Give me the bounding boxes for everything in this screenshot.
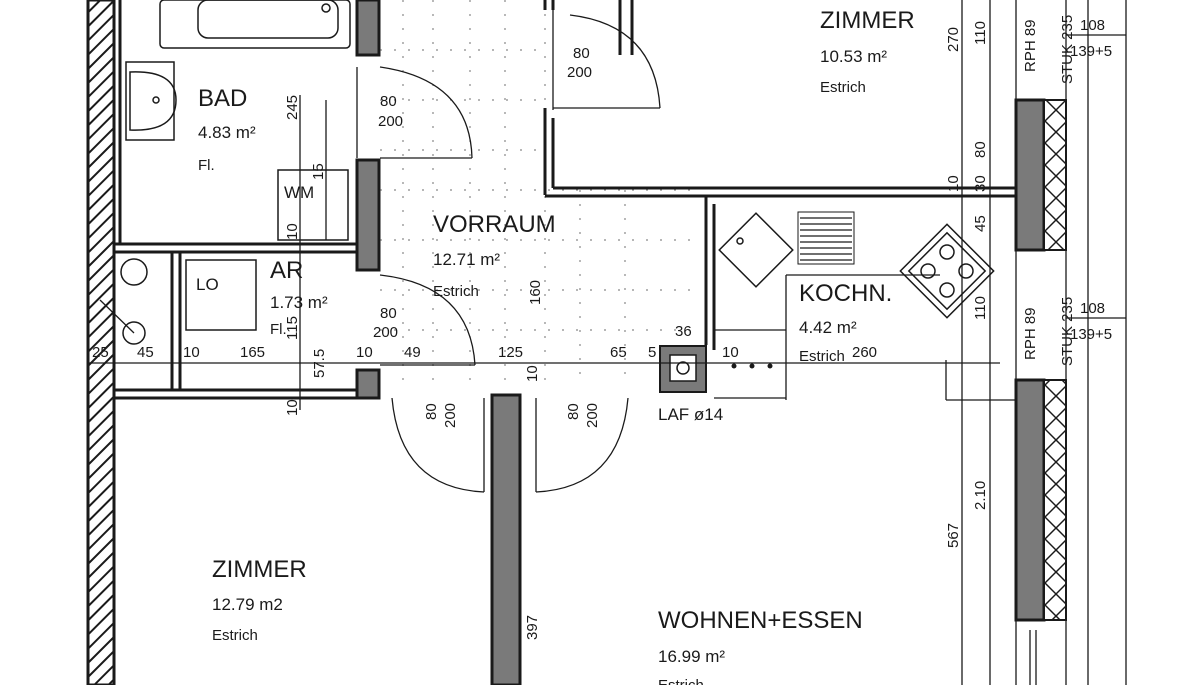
dim-label: 160 [527,280,544,305]
dim-label: 10 [284,223,301,240]
room-floor: Fl. [270,321,287,338]
room-floor: Estrich [433,283,479,300]
vent-label: LAF ø14 [658,405,723,424]
dim-label: 36 [675,323,692,340]
room-name: AR [270,257,303,284]
exterior-wall-right [1014,0,1127,685]
room-area: 10.53 m² [820,47,887,66]
dim-label: STUK 235 [1059,297,1076,366]
dimension-labels-vertical: 245 15 10 115 57.5 10 160 10 397 270 110… [284,15,1076,640]
room-name: ZIMMER [820,7,915,34]
dim-label: 57.5 [311,349,328,378]
dim-label: 10 [722,344,739,361]
door-width: 80 [565,403,582,420]
room-vorraum: VORRAUM 12.71 m² Estrich [433,211,556,300]
room-name: WOHNEN+ESSEN [658,607,863,634]
dim-label: 110 [972,296,989,320]
washing-machine-label: WM [284,183,314,202]
room-zimmer-top: ZIMMER 10.53 m² Estrich [820,7,915,96]
dim-label: RPH 89 [1022,19,1039,72]
door-width: 80 [423,403,440,420]
room-area: 4.83 m² [198,123,256,142]
washbasin [125,61,177,141]
cooktop [899,223,995,319]
door-width: 80 [573,45,590,62]
room-name: BAD [198,85,247,112]
door-height: 200 [378,113,403,130]
door-width: 80 [380,93,397,110]
dim-label: 567 [945,523,962,548]
room-area: 12.79 m2 [212,595,283,614]
dim-label: 139+5 [1070,326,1112,343]
room-area: 4.42 m² [799,318,857,337]
bathtub [159,0,351,49]
dim-label: 245 [284,95,301,120]
room-name: KOCHN. [799,280,892,307]
dim-label: 108 [1080,17,1105,34]
dim-label: 25 [92,344,109,361]
dim-label: STUK 235 [1059,15,1076,84]
room-zimmer-bottom: ZIMMER 12.79 m2 Estrich [212,556,307,644]
room-bad: BAD 4.83 m² Fl. [198,85,256,174]
dimension-chain-horizontal: 25 45 10 165 10 49 125 65 5 10 260 36 [92,323,877,361]
door-height: 200 [584,403,601,428]
door-height: 200 [442,403,459,428]
dim-label: 45 [972,215,989,232]
room-floor: Estrich [820,79,866,96]
dim-label: 30 [972,175,989,192]
dim-label: 45 [137,344,154,361]
dim-label: 10 [356,344,373,361]
dim-label: 10 [524,365,541,382]
door-height: 200 [567,64,592,81]
dim-label: 139+5 [1070,43,1112,60]
room-area: 12.71 m² [433,250,500,269]
dim-label: 10 [183,344,200,361]
room-floor: Fl. [198,157,215,174]
reference-grid [380,0,700,380]
ar-fixtures [99,258,257,345]
room-area: 1.73 m² [270,293,328,312]
dim-label: 65 [610,344,627,361]
dim-label: 110 [972,21,989,45]
room-kochn: KOCHN. 4.42 m² Estrich [799,280,892,365]
dim-label: 108 [1080,300,1105,317]
dim-label: 49 [404,344,421,361]
window-dimension-labels: 108 139+5 108 139+5 [1070,17,1112,343]
dim-label: 5 [648,344,656,361]
dim-label: 270 [945,27,962,52]
room-ar: AR 1.73 m² Fl. [270,257,328,338]
room-floor: Estrich [658,677,704,685]
walls [114,0,1016,685]
dim-label: 15 [310,163,327,180]
room-area: 16.99 m² [658,647,725,666]
dim-label: 125 [498,344,523,361]
room-wohnen-essen: WOHNEN+ESSEN 16.99 m² Estrich [658,607,863,685]
door-swings [356,10,661,493]
dim-label: RPH 89 [1022,307,1039,360]
dim-label: 2.10 [972,481,989,510]
room-floor: Estrich [212,627,258,644]
washing-machine-box [277,169,349,241]
exterior-wall-left [86,0,116,685]
sink-label: LO [196,275,219,294]
kitchen-fixtures [718,211,995,369]
room-name: ZIMMER [212,556,307,583]
dim-label: 165 [240,344,265,361]
dim-label: 80 [972,141,989,158]
room-name: VORRAUM [433,211,556,238]
door-height: 200 [373,324,398,341]
dim-label: 10 [284,399,301,416]
dim-label: 10 [945,175,962,192]
dim-label: 397 [524,615,541,640]
dim-label: 115 [284,316,301,340]
dim-label: 260 [852,344,877,361]
room-floor: Estrich [799,348,845,365]
door-width: 80 [380,305,397,322]
dish-drainer [797,211,855,265]
